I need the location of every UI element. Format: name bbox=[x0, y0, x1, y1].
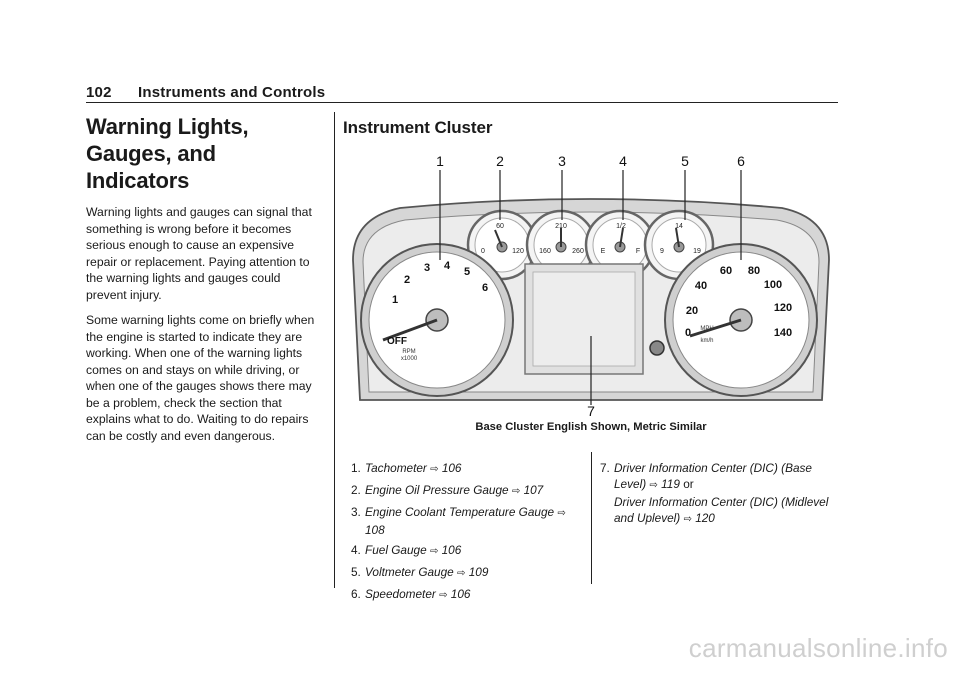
oil-tick-label: 60 bbox=[496, 223, 504, 230]
section-title: Instruments and Controls bbox=[138, 84, 326, 101]
cluster-legend-col2: 7. Driver Information Center (DIC) (Base… bbox=[600, 460, 840, 532]
fuel-tick-label: E bbox=[601, 248, 606, 255]
list-item[interactable]: 6.Speedometer ⇨ 106 bbox=[351, 587, 471, 601]
fuel-tick-label: F bbox=[636, 248, 640, 255]
speedometer-gauge bbox=[664, 243, 818, 397]
left-column: Warning Lights, Gauges, and Indicators W… bbox=[86, 113, 318, 453]
tachometer-gauge bbox=[360, 243, 514, 397]
tach-off-label: OFF bbox=[387, 336, 407, 347]
intro-paragraph: Warning lights and gauges can signal tha… bbox=[86, 205, 312, 302]
tach-tick-label: 4 bbox=[444, 260, 451, 272]
tach-unit: RPM bbox=[402, 349, 415, 355]
callout-2: 2 bbox=[496, 153, 504, 169]
temp-tick-label: 260 bbox=[572, 248, 584, 255]
list-item[interactable]: 4.Fuel Gauge ⇨ 106 bbox=[351, 543, 462, 557]
callout-leaders bbox=[439, 170, 742, 405]
tach-tick-label: 1 bbox=[392, 294, 398, 306]
callout-4: 4 bbox=[619, 153, 627, 169]
list-item[interactable]: 7. Driver Information Center (DIC) (Base… bbox=[600, 461, 829, 525]
warning-lights-heading: Warning Lights, Gauges, and Indicators bbox=[86, 114, 249, 193]
temp-tick-label: 210 bbox=[555, 223, 567, 230]
small-gauges bbox=[466, 209, 715, 281]
tach-unit: x1000 bbox=[401, 356, 418, 362]
speed-tick-label: 40 bbox=[695, 280, 707, 292]
page-header: 102 Instruments and Controls bbox=[86, 84, 838, 103]
speed-unit: MPH bbox=[700, 326, 713, 332]
speed-tick-label: 80 bbox=[748, 265, 760, 277]
list-item[interactable]: 2.Engine Oil Pressure Gauge ⇨ 107 bbox=[351, 483, 544, 497]
volt-tick-label: 14 bbox=[675, 223, 683, 230]
oil-tick-label: 120 bbox=[512, 248, 524, 255]
watermark: carmanualsonline.info bbox=[688, 633, 948, 663]
instrument-cluster-heading: Instrument Cluster bbox=[343, 118, 493, 137]
trip-reset-knob bbox=[649, 340, 665, 356]
speed-tick-label: 100 bbox=[764, 279, 782, 291]
callout-3: 3 bbox=[558, 153, 566, 169]
speed-unit: km/h bbox=[700, 338, 713, 344]
volt-tick-label: 19 bbox=[693, 248, 701, 255]
oil-tick-label: 0 bbox=[481, 248, 485, 255]
fuel-tick-label: 1/2 bbox=[616, 223, 626, 230]
speed-tick-label: 20 bbox=[686, 305, 698, 317]
tach-tick-label: 2 bbox=[404, 274, 410, 286]
callout-1: 1 bbox=[436, 153, 444, 169]
callout-7: 7 bbox=[587, 403, 595, 419]
list-item[interactable]: 1.Tachometer ⇨ 106 bbox=[351, 461, 462, 475]
temp-tick-label: 160 bbox=[539, 248, 551, 255]
cluster-legend-col1: 1.Tachometer ⇨ 106 2.Engine Oil Pressure… bbox=[351, 460, 571, 608]
column-divider bbox=[334, 112, 335, 588]
speed-tick-label: 60 bbox=[720, 265, 732, 277]
tach-tick-label: 6 bbox=[482, 282, 488, 294]
volt-tick-label: 9 bbox=[660, 248, 664, 255]
callout-5: 5 bbox=[681, 153, 689, 169]
list-item[interactable]: 5.Voltmeter Gauge ⇨ 109 bbox=[351, 565, 489, 579]
tach-tick-label: 5 bbox=[464, 266, 470, 278]
page-number: 102 bbox=[86, 84, 112, 101]
speed-tick-label: 140 bbox=[774, 327, 792, 339]
callout-6: 6 bbox=[737, 153, 745, 169]
warning-paragraph: Some warning lights come on briefly when… bbox=[86, 313, 315, 443]
speed-tick-label: 120 bbox=[774, 302, 792, 314]
tach-tick-label: 3 bbox=[424, 262, 430, 274]
figure-caption: Base Cluster English Shown, Metric Simil… bbox=[475, 421, 707, 433]
instrument-cluster-figure: 1 2 3 4 5 6 7 1 2 3 4 5 6 OFF RPM x1000 … bbox=[345, 150, 837, 440]
list-divider bbox=[591, 452, 592, 584]
speed-tick-label: 0 bbox=[685, 327, 691, 339]
list-item[interactable]: 3.Engine Coolant Temperature Gauge ⇨ 108 bbox=[351, 505, 566, 537]
